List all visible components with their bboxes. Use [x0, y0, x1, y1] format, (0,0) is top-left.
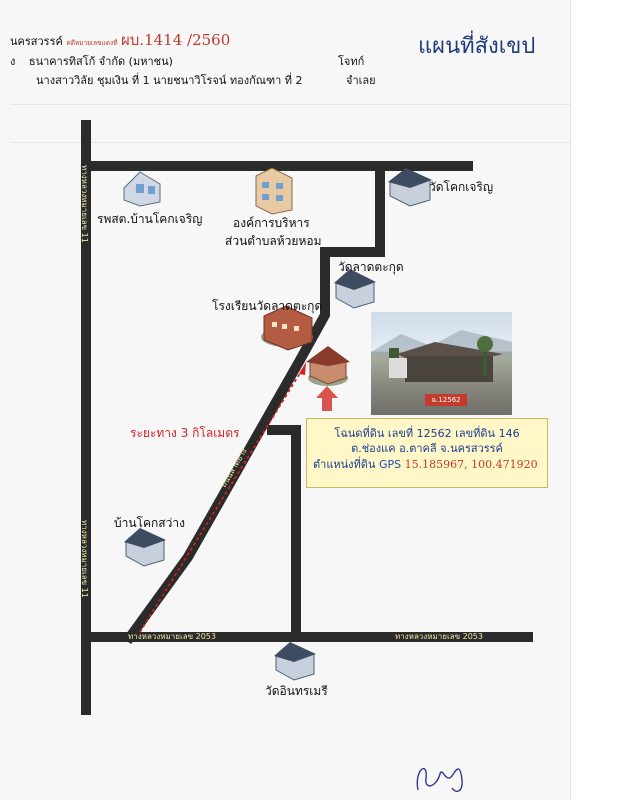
- plaintiff-role: โจทก์: [338, 55, 365, 68]
- temple-inthra-icon: [274, 642, 316, 681]
- photo-scene: [371, 330, 512, 382]
- case-prefix: ผบ.: [120, 31, 145, 49]
- gps-line: ตำแหน่งที่ดิน GPS 15.185967, 100.471920: [313, 457, 541, 472]
- road-right-branch: [123, 163, 385, 644]
- header-row-2: ง ธนาคารทิสโก้ จำกัด (มหาชน): [10, 56, 173, 67]
- property-info-box: โฉนดที่ดิน เลขที่ 12562 เลขที่ดิน 146 ต.…: [306, 418, 548, 488]
- property-photo: ฉ.12562: [371, 312, 512, 415]
- label-village: บ้านโคกสว่าง: [114, 516, 185, 530]
- school-building-icon: [261, 305, 313, 351]
- label-temple-lat-takhut: วัดลาดตะกุด: [338, 260, 404, 274]
- road-label-hwy11-top: ทางหลวงหมายเลข 11: [80, 165, 89, 243]
- defendant-role: จำเลย: [346, 74, 376, 87]
- road-label-2053-right: ทางหลวงหมายเลข 2053: [395, 632, 483, 641]
- label-hospital: รพสต.บ้านโคกเจริญ: [97, 212, 203, 226]
- photo-tag: ฉ.12562: [425, 394, 467, 406]
- map-title: แผนที่สังเขป: [418, 34, 536, 59]
- road-inner-branch: [267, 425, 301, 642]
- province-text: นครสวรรค์: [10, 35, 63, 48]
- label-temple-khok-charoen: วัดโคกเจริญ: [429, 180, 494, 194]
- gps-key: GPS: [378, 457, 402, 471]
- defendants-text: นางสาววิลัย ชุมเงิน ที่ 1 นายชนาวิโรจน์ …: [36, 74, 303, 87]
- label-sao-line2: ส่วนตำบลห้วยหอม: [225, 234, 322, 248]
- left-mark: ง: [10, 55, 16, 68]
- header-row-1: นครสวรรค์ คดีหมายเลขแดงที่ ผบ.1414 /2560: [10, 33, 230, 48]
- label-temple-inthra: วัดอินทรเมรี: [265, 684, 328, 698]
- faint-line: [10, 142, 570, 143]
- case-label: คดีหมายเลขแดงที่: [66, 39, 118, 47]
- deed-line: โฉนดที่ดิน เลขที่ 12562 เลขที่ดิน 146: [334, 427, 520, 440]
- village-icon: [124, 528, 166, 567]
- page-edge: [570, 0, 619, 800]
- distance-label: ระยะทาง 3 กิโลเมตร: [130, 426, 240, 440]
- case-number: 1414 /2560: [144, 31, 231, 49]
- location-marker-arrow: [316, 386, 338, 411]
- road-label-2053-left: ทางหลวงหมายเลข 2053: [128, 632, 216, 641]
- temple-khok-charoen-icon: [388, 168, 432, 207]
- signature-mark: [416, 767, 463, 792]
- gps-label: ตำแหน่งที่ดิน: [313, 457, 376, 471]
- distance-arrow-head: [299, 362, 306, 375]
- gps-value: 15.185967, 100.471920: [404, 457, 538, 471]
- road-label-hwy11-bottom: ทางหลวงหมายเลข 11: [80, 520, 89, 598]
- sao-building-icon: [255, 167, 293, 215]
- label-sao-line1: องค์การบริหาร: [233, 216, 310, 230]
- plaintiff-text: ธนาคารทิสโก้ จำกัด (มหาชน): [28, 55, 173, 68]
- address-line: ต.ช่องแค อ.ตาคลี จ.นครสวรรค์: [351, 442, 503, 456]
- temple-lat-takhut-icon: [334, 269, 376, 309]
- property-house-icon: [306, 346, 350, 386]
- hospital-icon: [123, 171, 161, 207]
- faint-line: [10, 104, 570, 105]
- label-school: โรงเรียนวัดลาดตะกุด: [212, 299, 323, 313]
